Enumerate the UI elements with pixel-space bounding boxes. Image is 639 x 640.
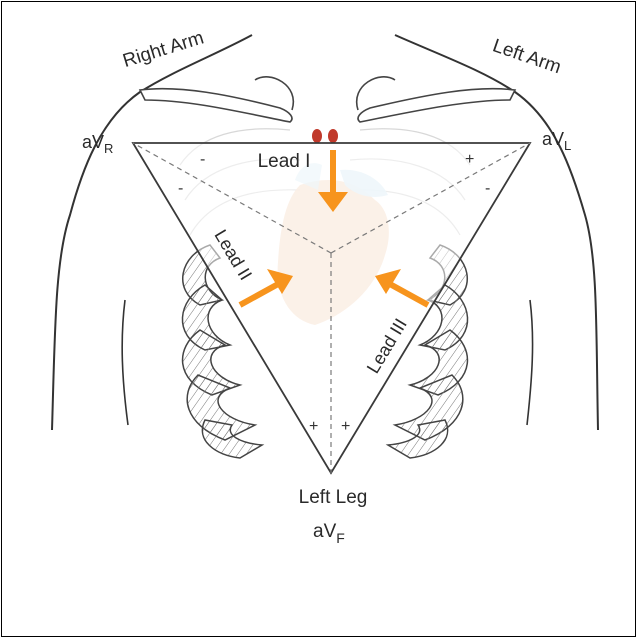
avf-label: aVF bbox=[313, 521, 345, 546]
left-leg-label: Left Leg bbox=[299, 487, 368, 508]
lead-3-negative-sign: - bbox=[485, 180, 490, 197]
right-arm-label: Right Arm bbox=[120, 28, 206, 72]
clavicles bbox=[140, 77, 515, 122]
lead-2-positive-sign: + bbox=[309, 418, 318, 435]
avr-label: aVR bbox=[82, 132, 113, 156]
lead-1-positive-sign: + bbox=[465, 151, 474, 168]
lead-1-label: Lead I bbox=[258, 151, 311, 172]
avl-label: aVL bbox=[542, 129, 571, 153]
lead-3-positive-sign: + bbox=[341, 418, 350, 435]
lead-1-negative-sign: - bbox=[200, 151, 205, 168]
left-arm-label: Left Arm bbox=[490, 35, 564, 78]
lead-2-negative-sign: - bbox=[178, 180, 183, 197]
trachea bbox=[312, 129, 338, 143]
